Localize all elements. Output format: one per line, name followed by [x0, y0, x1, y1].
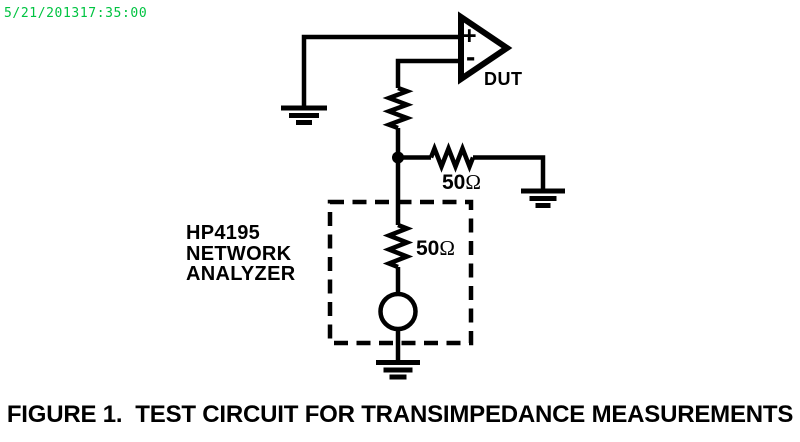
resistor-icon — [382, 222, 414, 270]
junction-dot — [392, 151, 404, 164]
ground-icon — [376, 360, 420, 380]
resistor-icon — [382, 85, 414, 131]
analyzer-label: HP4195 NETWORK ANALYZER — [186, 223, 295, 285]
opamp-plus-label: + — [462, 22, 477, 50]
output-resistor-value: 50 — [442, 171, 466, 194]
figure-caption: FIGURE 1. TEST CIRCUIT FOR TRANSIMPEDANC… — [6, 401, 794, 428]
resistor-icon — [428, 142, 476, 173]
opamp-minus-label: - — [466, 41, 476, 72]
opamp-triangle-icon — [458, 11, 513, 85]
analyzer-label-line3: ANALYZER — [186, 263, 296, 285]
ground-icon — [521, 188, 565, 208]
source-resistor-label: 50Ω — [416, 236, 455, 260]
source-circle-icon — [378, 291, 418, 332]
wire-plus-input — [301, 34, 461, 106]
output-resistor-label: 50Ω — [442, 170, 481, 194]
ohm-symbol: Ω — [465, 170, 481, 194]
wire-output-ground — [473, 155, 546, 189]
ground-icon — [281, 105, 327, 125]
analyzer-label-line2: NETWORK — [186, 242, 292, 265]
analyzer-label-line1: HP4195 — [186, 222, 261, 244]
analyzer-dashed-box — [327, 199, 474, 346]
ohm-symbol: Ω — [439, 236, 455, 260]
source-resistor-value: 50 — [416, 237, 440, 260]
timestamp: 5/21/201317:35:00 — [4, 6, 148, 21]
wire-minus-input — [395, 58, 461, 88]
dut-label: DUT — [484, 69, 523, 89]
